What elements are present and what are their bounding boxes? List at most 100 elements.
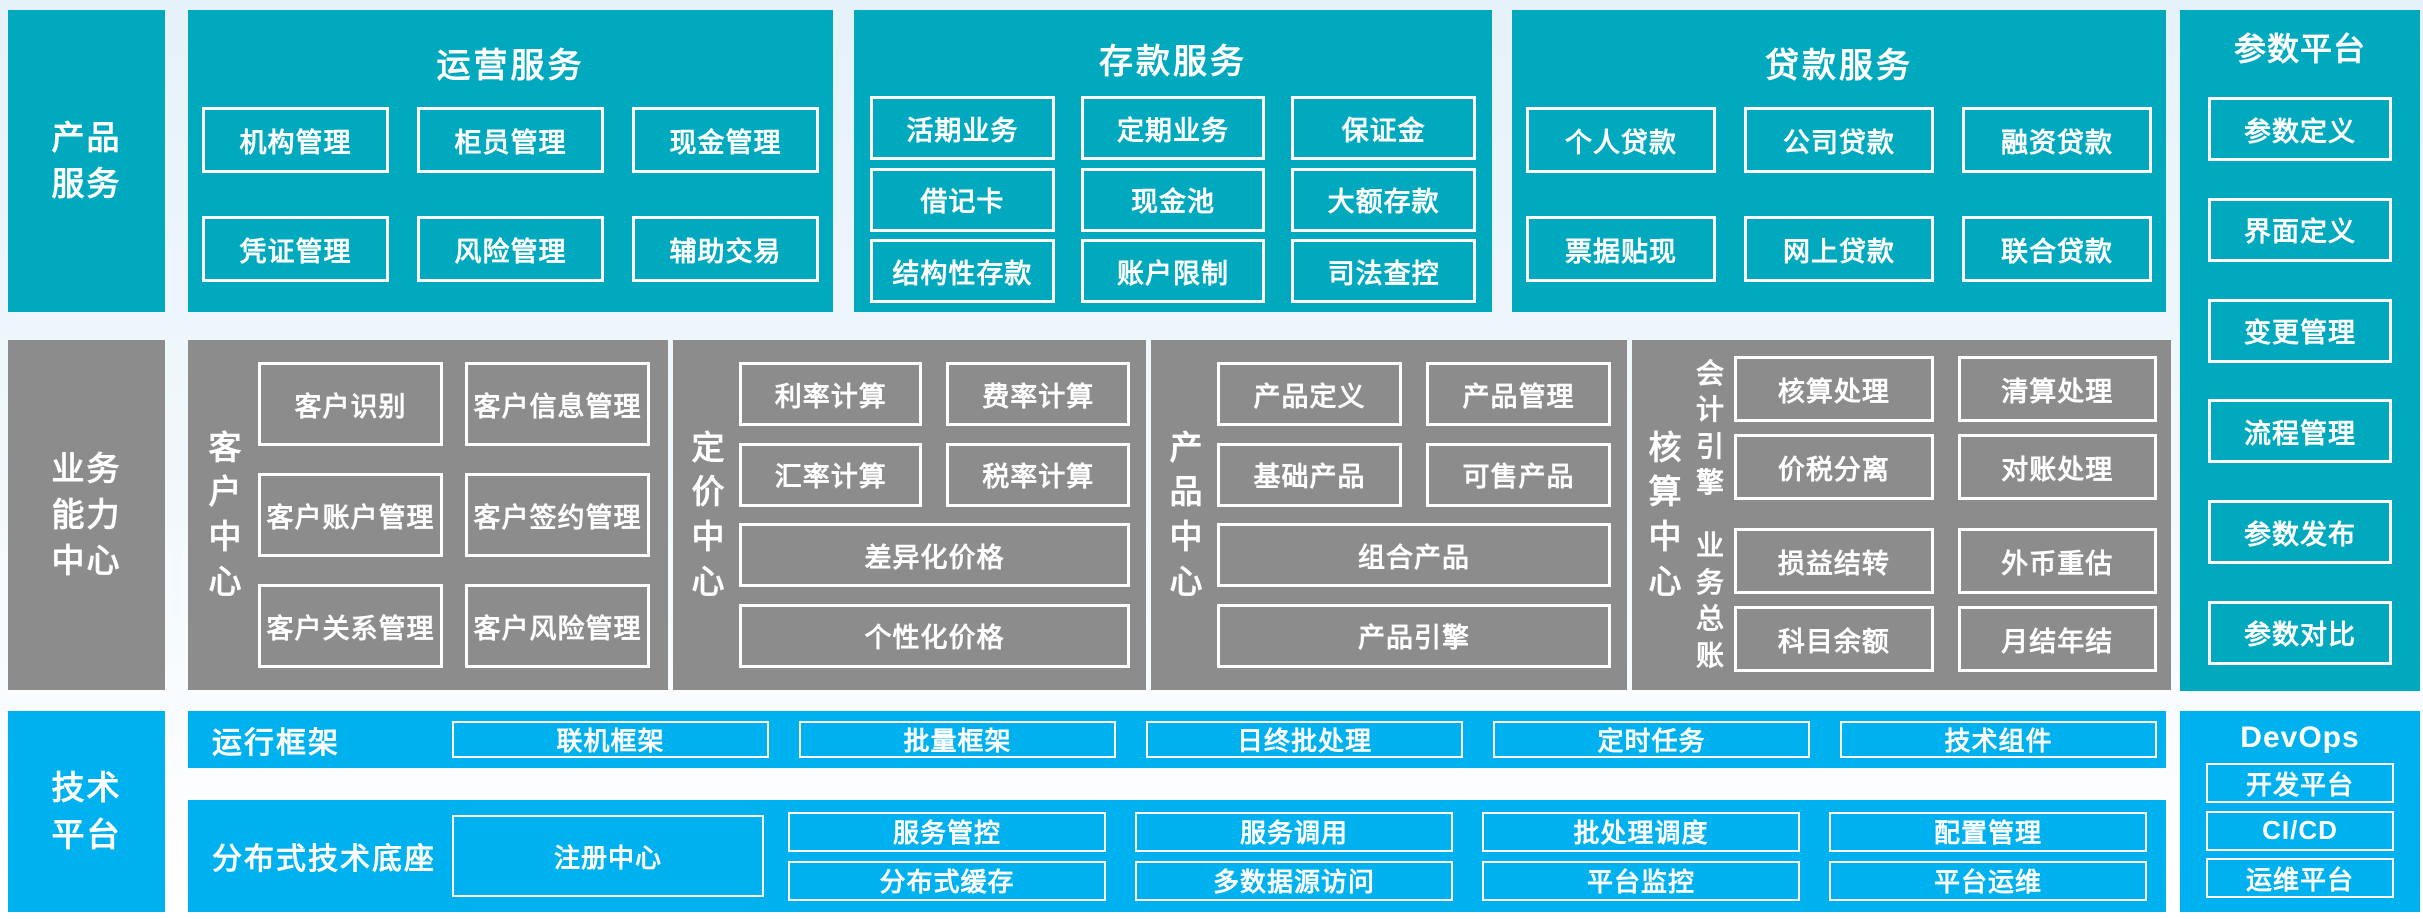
diagram-box: 流程管理 — [2208, 399, 2392, 464]
diagram-box: 界面定义 — [2208, 197, 2392, 262]
diagram-box: 外币重估 — [1957, 528, 2157, 595]
diagram-box: 客户识别 — [257, 362, 443, 446]
vertical-label-product-center: 产品中心 — [1169, 428, 1203, 600]
box-stack: 参数定义 界面定义 变更管理 流程管理 参数发布 参数对比 — [2208, 97, 2392, 665]
diagram-box: 配置管理 — [1829, 811, 2147, 852]
diagram-box: 产品定义 — [1216, 362, 1402, 426]
diagram-box: 公司贷款 — [1744, 107, 1934, 173]
diagram-box: 价税分离 — [1734, 434, 1934, 500]
panel-pricing-center: 定价中心 利率计算 费率计算 汇率计算 税率计算 差异化价格 个性化价格 — [673, 340, 1146, 690]
diagram-box: 活期业务 — [870, 96, 1055, 160]
panel-title: DevOps — [2240, 721, 2360, 754]
rail-technology-platform: 技术平台 — [8, 711, 165, 912]
diagram-box: 联合贷款 — [1962, 216, 2152, 282]
rail-business-capability-center: 业务能力中心 — [8, 340, 165, 690]
diagram-box: 联机框架 — [452, 721, 769, 758]
box-grid: 个人贷款 公司贷款 融资贷款 票据贴现 网上贷款 联合贷款 — [1526, 107, 2152, 282]
vertical-label-business-ledger: 业务总账 — [1696, 530, 1725, 671]
diagram-box: CI/CD — [2206, 810, 2394, 851]
diagram-box: 大额存款 — [1291, 167, 1476, 232]
diagram-box: 技术组件 — [1840, 721, 2157, 758]
diagram-box: 基础产品 — [1216, 442, 1402, 507]
box-grid: 机构管理 柜员管理 现金管理 凭证管理 风险管理 辅助交易 — [202, 107, 819, 282]
diagram-box: 客户账户管理 — [257, 473, 443, 557]
diagram-box: 日终批处理 — [1146, 721, 1463, 758]
diagram-box: 差异化价格 — [738, 523, 1130, 588]
accounting-engine-group: 会计引擎 核算处理 清算处理 价税分离 对账处理 — [1694, 356, 2157, 502]
diagram-box: 个性化价格 — [738, 603, 1130, 668]
distributed-foundation-label: 分布式技术底座 — [212, 843, 436, 876]
diagram-box: 定期业务 — [1080, 96, 1266, 160]
rail-label: 产品服务 — [51, 118, 122, 202]
vertical-label-pricing-center: 定价中心 — [691, 428, 725, 600]
diagram-box: 个人贷款 — [1526, 107, 1716, 173]
diagram-box: 参数对比 — [2208, 600, 2392, 665]
diagram-box: 核算处理 — [1734, 356, 1934, 422]
diagram-box: 融资贷款 — [1962, 107, 2152, 173]
diagram-box: 客户关系管理 — [257, 584, 443, 668]
diagram-box: 客户信息管理 — [464, 362, 650, 446]
box-stack: 开发平台 CI/CD 运维平台 — [2206, 763, 2394, 898]
diagram-box: 票据贴现 — [1526, 216, 1716, 282]
panel-customer-center: 客户中心 客户识别 客户信息管理 客户账户管理 客户签约管理 客户关系管理 客户… — [188, 340, 668, 690]
diagram-box: 司法查控 — [1291, 239, 1476, 303]
rail-label: 技术平台 — [51, 769, 122, 853]
diagram-box: 借记卡 — [870, 167, 1055, 232]
diagram-box: 服务管控 — [788, 811, 1106, 852]
panel-title: 存款服务 — [1099, 43, 1247, 81]
registry-center-box: 注册中心 — [452, 815, 764, 897]
diagram-box: 平台运维 — [1829, 860, 2147, 901]
panel-accounting-center: 核算中心 会计引擎 核算处理 清算处理 价税分离 对账处理 业务总账 损益结转 … — [1632, 340, 2171, 690]
panel-title: 贷款服务 — [1765, 47, 1913, 85]
diagram-box: 清算处理 — [1957, 356, 2157, 422]
diagram-box: 汇率计算 — [738, 442, 923, 507]
diagram-box: 凭证管理 — [202, 216, 389, 282]
box-grid: 服务管控 服务调用 批处理调度 配置管理 分布式缓存 多数据源访问 平台监控 平… — [788, 811, 2166, 901]
diagram-box: 变更管理 — [2208, 298, 2392, 363]
diagram-box: 服务调用 — [1135, 811, 1453, 852]
panel-devops: DevOps 开发平台 CI/CD 运维平台 — [2180, 711, 2420, 912]
diagram-box: 辅助交易 — [632, 216, 819, 282]
diagram-box: 账户限制 — [1080, 239, 1266, 303]
diagram-box: 多数据源访问 — [1135, 860, 1453, 901]
panel-title: 运营服务 — [436, 47, 585, 85]
diagram-box: 损益结转 — [1734, 528, 1934, 595]
diagram-box: 月结年结 — [1957, 606, 2157, 673]
diagram-box: 现金管理 — [632, 107, 819, 173]
runtime-framework-label: 运行框架 — [212, 726, 340, 760]
box-grid: 损益结转 外币重估 科目余额 月结年结 — [1734, 528, 2157, 674]
vertical-label-customer-center: 客户中心 — [208, 428, 242, 600]
vertical-label-accounting-engine: 会计引擎 — [1696, 358, 1725, 499]
panel-operations-services: 运营服务 机构管理 柜员管理 现金管理 凭证管理 风险管理 辅助交易 — [188, 10, 833, 312]
panel-title: 参数平台 — [2233, 31, 2366, 67]
diagram-box: 利率计算 — [738, 362, 923, 426]
diagram-box: 现金池 — [1080, 167, 1266, 232]
diagram-box: 费率计算 — [946, 362, 1130, 426]
rail-label: 业务能力中心 — [51, 449, 122, 580]
panel-product-center: 产品中心 产品定义 产品管理 基础产品 可售产品 组合产品 产品引擎 — [1151, 340, 1627, 690]
panel-deposit-services: 存款服务 活期业务 定期业务 保证金 借记卡 现金池 大额存款 结构性存款 账户… — [854, 10, 1492, 312]
diagram-box: 平台监控 — [1482, 860, 1800, 901]
diagram-box: 柜员管理 — [417, 107, 604, 173]
diagram-box: 结构性存款 — [870, 239, 1055, 303]
panel-runtime-framework: 运行框架 联机框架 批量框架 日终批处理 定时任务 技术组件 — [188, 711, 2166, 768]
diagram-box: 批量框架 — [799, 721, 1116, 758]
diagram-box: 对账处理 — [1957, 434, 2157, 500]
diagram-box: 网上贷款 — [1744, 216, 1934, 282]
panel-loan-services: 贷款服务 个人贷款 公司贷款 融资贷款 票据贴现 网上贷款 联合贷款 — [1512, 10, 2166, 312]
diagram-box: 风险管理 — [417, 216, 604, 282]
box-grid: 客户识别 客户信息管理 客户账户管理 客户签约管理 客户关系管理 客户风险管理 — [257, 362, 650, 668]
box-grid: 产品定义 产品管理 基础产品 可售产品 组合产品 产品引擎 — [1216, 362, 1611, 668]
diagram-box: 分布式缓存 — [788, 860, 1106, 901]
diagram-box: 定时任务 — [1493, 721, 1810, 758]
diagram-box: 科目余额 — [1734, 606, 1934, 673]
panel-distributed-foundation: 分布式技术底座 注册中心 服务管控 服务调用 批处理调度 配置管理 分布式缓存 … — [188, 800, 2166, 912]
diagram-box: 批处理调度 — [1482, 811, 1800, 852]
diagram-box: 客户签约管理 — [464, 473, 650, 557]
rail-product-services: 产品服务 — [8, 10, 165, 312]
diagram-box: 产品引擎 — [1216, 603, 1611, 668]
diagram-box: 开发平台 — [2206, 763, 2394, 803]
diagram-box: 产品管理 — [1425, 362, 1611, 426]
diagram-box: 保证金 — [1291, 96, 1476, 160]
diagram-box: 参数定义 — [2208, 97, 2392, 161]
